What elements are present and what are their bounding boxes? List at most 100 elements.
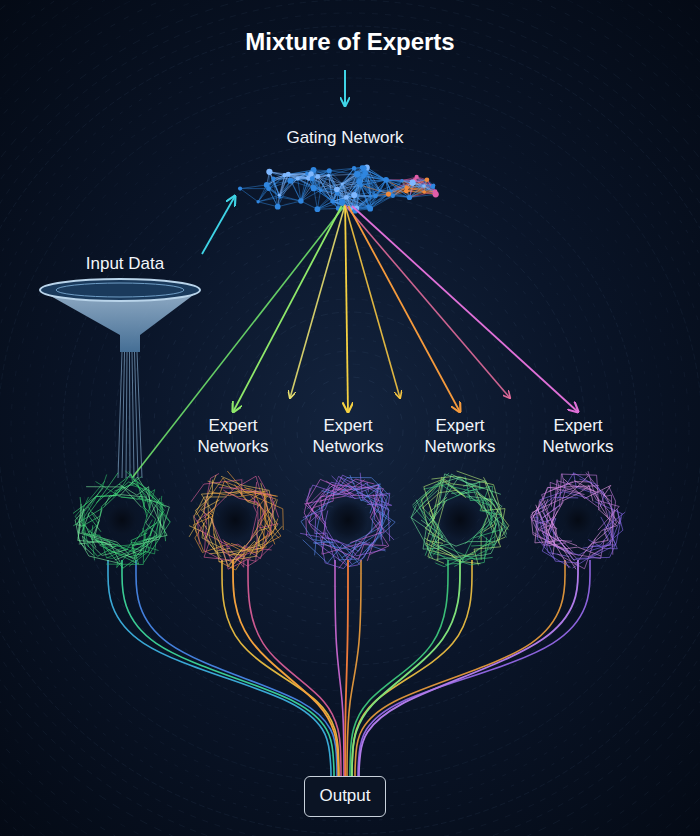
input-streams [118, 352, 142, 478]
network-strand [411, 505, 433, 559]
network-dot [311, 185, 317, 191]
network-link [269, 172, 290, 181]
connector [352, 560, 460, 776]
network-strand [322, 543, 386, 559]
network-dot [266, 169, 272, 175]
network-link [273, 178, 297, 179]
network-strand [435, 536, 494, 566]
network-dot [305, 172, 308, 175]
network-link [267, 185, 278, 207]
network-dot [339, 199, 345, 205]
ring [115, 195, 585, 665]
network-dot [278, 194, 281, 197]
ring [0, 65, 700, 795]
network-dot [296, 177, 300, 181]
data-stream [129, 352, 131, 478]
network-dot [422, 184, 426, 188]
node-label: Expert Networks [183, 416, 283, 457]
network-dot [354, 171, 360, 177]
network-link [329, 175, 333, 201]
expert-network-illustration [531, 471, 626, 569]
network-dot [327, 168, 332, 173]
network-core [102, 500, 142, 540]
data-stream [122, 352, 125, 478]
node-label: Output [319, 786, 370, 807]
ring [37, 117, 663, 743]
ring [0, 39, 700, 821]
network-link [298, 178, 301, 201]
network-dot [409, 180, 415, 186]
network-link [240, 185, 267, 189]
network-strand [542, 479, 560, 548]
input-funnel: Input Data [40, 250, 210, 375]
ring [180, 260, 520, 600]
connector [345, 206, 348, 412]
network-link [337, 174, 357, 189]
network-dot [238, 186, 242, 190]
title-arrow [344, 70, 346, 106]
network-strand [191, 480, 242, 502]
ring [167, 247, 533, 613]
expert-network-illustration [300, 473, 395, 569]
ring [76, 156, 624, 704]
connector [348, 206, 460, 412]
network-strand [477, 494, 509, 537]
node-label: Gating Network [235, 128, 455, 149]
network-strand [144, 505, 167, 540]
expert-network-illustration [189, 471, 283, 570]
network-link [359, 182, 371, 197]
network-link [312, 175, 328, 178]
network-link [279, 178, 297, 195]
data-stream [126, 352, 127, 478]
network-link [278, 201, 301, 207]
network-link [368, 191, 391, 206]
expert-network: Expert Networks [405, 412, 515, 572]
ring [141, 221, 559, 639]
expert-blobs [73, 471, 625, 570]
network-dot [341, 182, 344, 185]
gating-network-illustration [238, 165, 439, 214]
network-dot [373, 194, 378, 199]
data-stream [118, 352, 122, 478]
network-dot [315, 174, 320, 179]
network-dot [359, 183, 363, 187]
network-core [215, 500, 255, 540]
network-dot [422, 190, 426, 194]
network-dot [379, 189, 382, 192]
gating-network: Gating Network [235, 124, 455, 210]
network-strand [443, 474, 501, 505]
network-dot [331, 199, 335, 203]
ring [0, 78, 700, 782]
network-dot [400, 179, 404, 183]
fan-line [345, 205, 510, 398]
funnel-rim [40, 279, 200, 301]
merge-line [358, 560, 590, 776]
funnel-rim-inner [56, 283, 184, 297]
network-dot [334, 187, 340, 193]
network-dot [351, 192, 357, 198]
network-strand [107, 535, 160, 558]
network-dot [433, 191, 439, 197]
network-dot [386, 191, 391, 196]
network-link [393, 181, 402, 196]
node-label: Input Data [40, 254, 210, 275]
network-dot [366, 205, 370, 209]
network-dot [369, 194, 372, 197]
merge-line [350, 560, 448, 776]
network-link [314, 188, 318, 209]
network-dot [288, 178, 294, 184]
